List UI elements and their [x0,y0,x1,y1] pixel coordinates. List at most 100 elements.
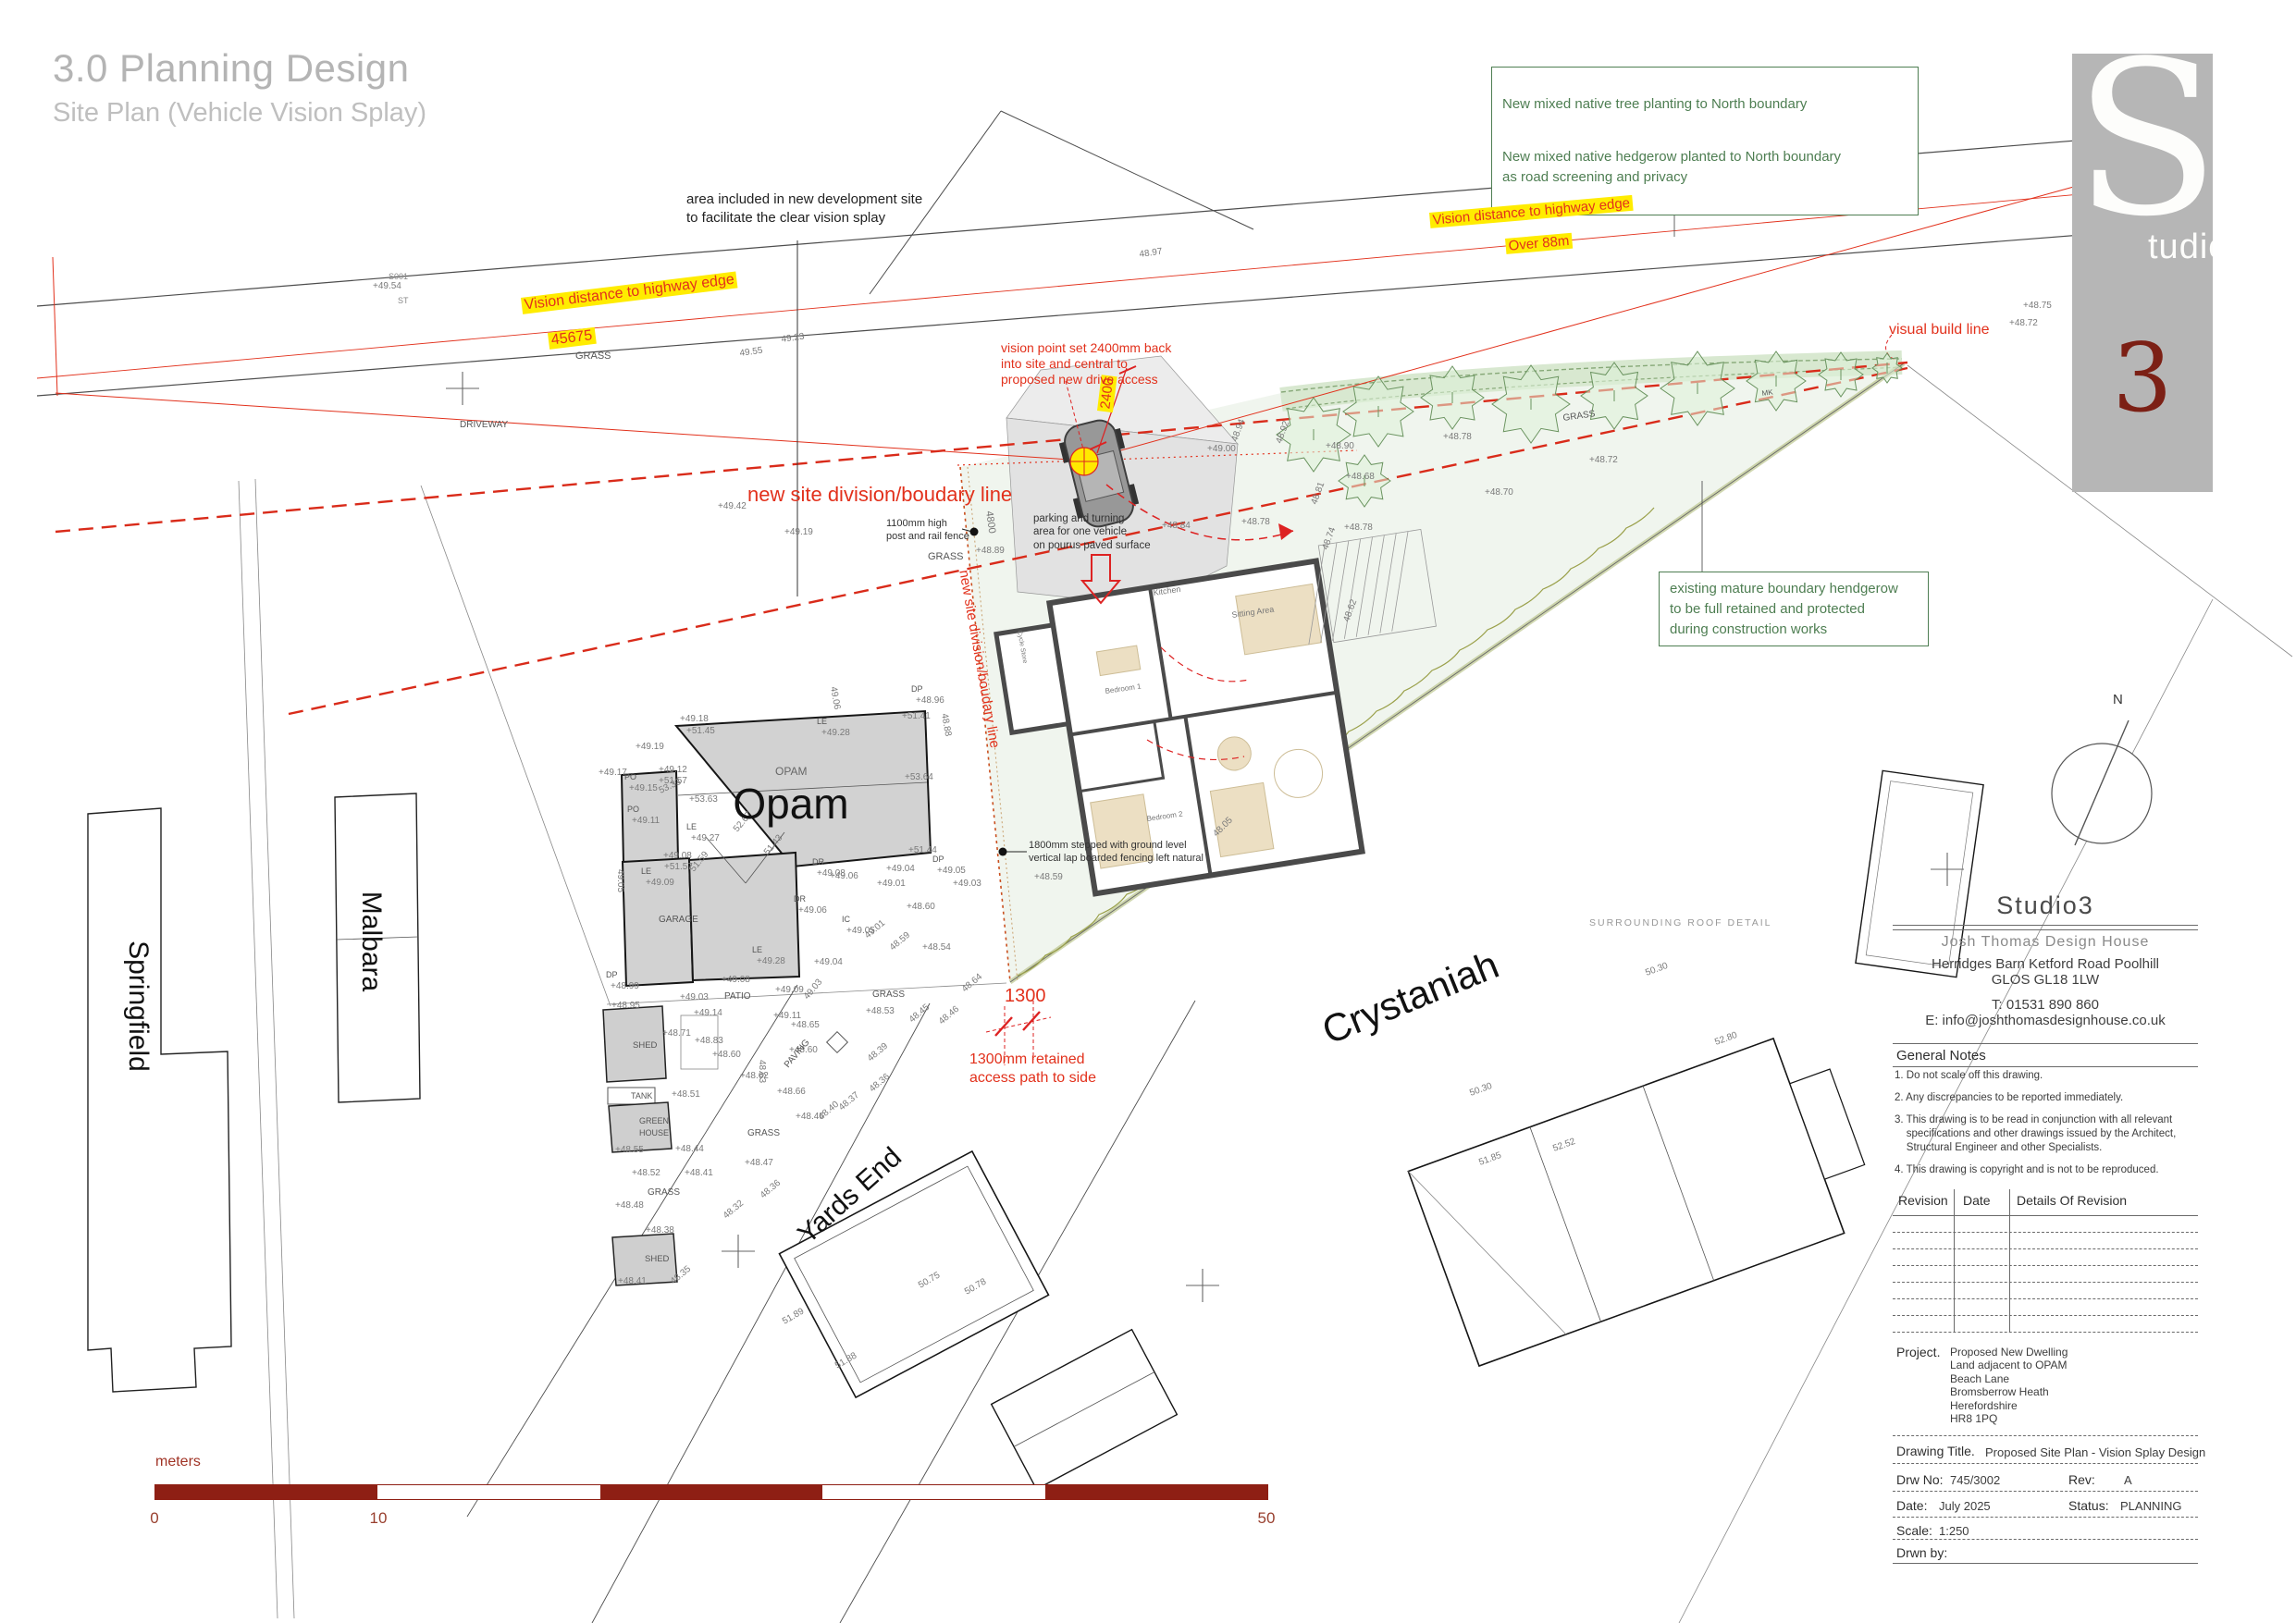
tb-dash [1893,1539,2198,1540]
crystaniah-building-a [778,1150,1050,1399]
svg-text:SHED: SHED [645,1254,670,1264]
tb-scale: 1:250 [1939,1524,1969,1538]
site-division-dotted2 [967,466,1018,983]
logo-s: S [2074,54,2213,264]
tb-rev-header-date: Date [1963,1193,1991,1208]
svg-text:+48.65: +48.65 [791,1020,820,1030]
svg-text:LE: LE [817,717,827,726]
surrounding-roof-label: SURROUNDING ROOF DETAIL [1589,917,1772,928]
turning-arrowhead [1278,523,1293,540]
svg-text:49.06: 49.06 [828,686,842,711]
survey-line-east [1907,364,2293,658]
yards-end-edge [591,1002,931,1623]
svg-text:OPAM: OPAM [775,765,807,778]
north-label: N [2113,692,2123,707]
tb-drwno: 745/3002 [1950,1473,2001,1487]
tb-dash [1893,1517,2198,1518]
tb-dash [1893,1315,2198,1316]
crystaniah-building-b [1407,1037,1866,1368]
svg-text:+49.03: +49.03 [953,879,981,889]
tb-drawing-title: Proposed Site Plan - Vision Splay Design [1985,1445,2206,1459]
vision-dim-left-end [52,256,58,397]
svg-text:DRIVEWAY: DRIVEWAY [460,420,509,430]
lap-fence-note: 1800mm stepped with ground level vertica… [1029,840,1204,864]
svg-text:+48.78: +48.78 [1443,432,1472,442]
svg-text:GRASS: GRASS [648,1187,680,1198]
svg-text:49.01: 49.01 [863,918,888,941]
tb-practice: Josh Thomas Design House [1941,934,2150,950]
svg-text:+48.44: +48.44 [675,1144,704,1154]
tb-notes: 1. Do not scale off this drawing.2. Any … [1895,1070,2177,1175]
svg-text:+51.44: +51.44 [908,845,937,855]
svg-text:+48.52: +48.52 [632,1168,660,1178]
svg-text:+51.41: +51.41 [902,711,931,721]
svg-text:+49.11: +49.11 [632,816,660,826]
svg-text:48.37: 48.37 [837,1090,862,1113]
svg-text:+49.09: +49.09 [775,985,804,995]
svg-text:+49.12: +49.12 [659,765,687,775]
scalebar-unit: meters [155,1454,201,1469]
svg-text:Kitchen: Kitchen [1153,584,1181,597]
svg-text:49.05: 49.05 [615,869,625,892]
svg-text:+48.78: +48.78 [1344,523,1373,533]
svg-text:48.40: 48.40 [817,1100,842,1123]
svg-text:+48.68: +48.68 [1346,472,1375,482]
note-hedgerow-planting: New mixed native hedgerow planted to Nor… [1502,149,1842,185]
splay-parcel-line-e [1000,110,1254,230]
svg-text:+49.28: +49.28 [757,956,785,966]
tb-studio: Studio3 [1996,891,2094,919]
survey-line [420,485,611,1007]
patio-structure [680,1014,719,1070]
survey-crosses [446,372,1964,1302]
svg-text:MK: MK [1761,387,1774,398]
tb-dash [1893,1435,2198,1436]
svg-text:48.63: 48.63 [757,1060,767,1083]
svg-text:+49.01: +49.01 [877,879,906,889]
scalebar-tick-50: 50 [1257,1509,1276,1527]
svg-text:49.55: 49.55 [739,346,764,359]
svg-text:+49.15: +49.15 [629,783,658,793]
svg-text:PATIO: PATIO [724,991,751,1002]
logo-tudio: tudio [2148,227,2213,266]
svg-text:+49.06: +49.06 [798,905,827,916]
svg-text:+49.05: +49.05 [937,866,966,876]
svg-text:48.88: 48.88 [939,713,953,738]
vision-splay-line [36,184,2184,379]
svg-text:+49.28: +49.28 [821,728,850,738]
svg-text:DR: DR [812,857,824,867]
svg-text:48.32: 48.32 [722,1199,747,1222]
tb-vline [1954,1189,1955,1332]
svg-text:+49.19: +49.19 [784,527,813,537]
label-opam: Opam [733,780,848,828]
tb-dash [1893,1248,2198,1249]
svg-text:GRASS: GRASS [747,1128,780,1138]
road-south-edge [36,224,2212,397]
tb-rule [1893,1563,2198,1564]
svg-text:+49.00: +49.00 [1207,444,1236,454]
dim-tick [1089,441,1107,450]
svg-text:DR: DR [794,894,806,904]
note-tree-planting: New mixed native tree planting to North … [1502,95,1808,112]
svg-text:+49.09: +49.09 [646,878,674,888]
opam-ridge [677,781,928,796]
area-included-note: area included in new development site to… [686,191,923,226]
svg-text:+48.90: +48.90 [1326,441,1354,451]
svg-text:+48.84: +48.84 [1162,521,1191,531]
svg-text:49.03: 49.03 [802,977,825,1002]
tb-address2: GLOS GL18 1LW [1991,972,2100,988]
svg-text:+48.51: +48.51 [672,1089,700,1100]
tb-status: PLANNING [2120,1499,2182,1513]
tb-rule [1893,925,2198,926]
dim-tick [1022,1011,1041,1031]
crystaniah-annex [990,1328,1179,1491]
svg-text:LE: LE [641,867,651,876]
svg-text:GRASS: GRASS [872,990,905,1000]
tb-drawing-title-label: Drawing Title. [1896,1444,1975,1458]
svg-text:+48.75: +48.75 [2023,301,2052,311]
svg-text:+48.38: +48.38 [646,1225,674,1236]
svg-text:DP: DP [606,970,618,979]
dim-1300-label: 1300 [1005,986,1046,1006]
tb-dash [1893,1332,2198,1333]
tb-status-label: Status: [2068,1498,2109,1513]
